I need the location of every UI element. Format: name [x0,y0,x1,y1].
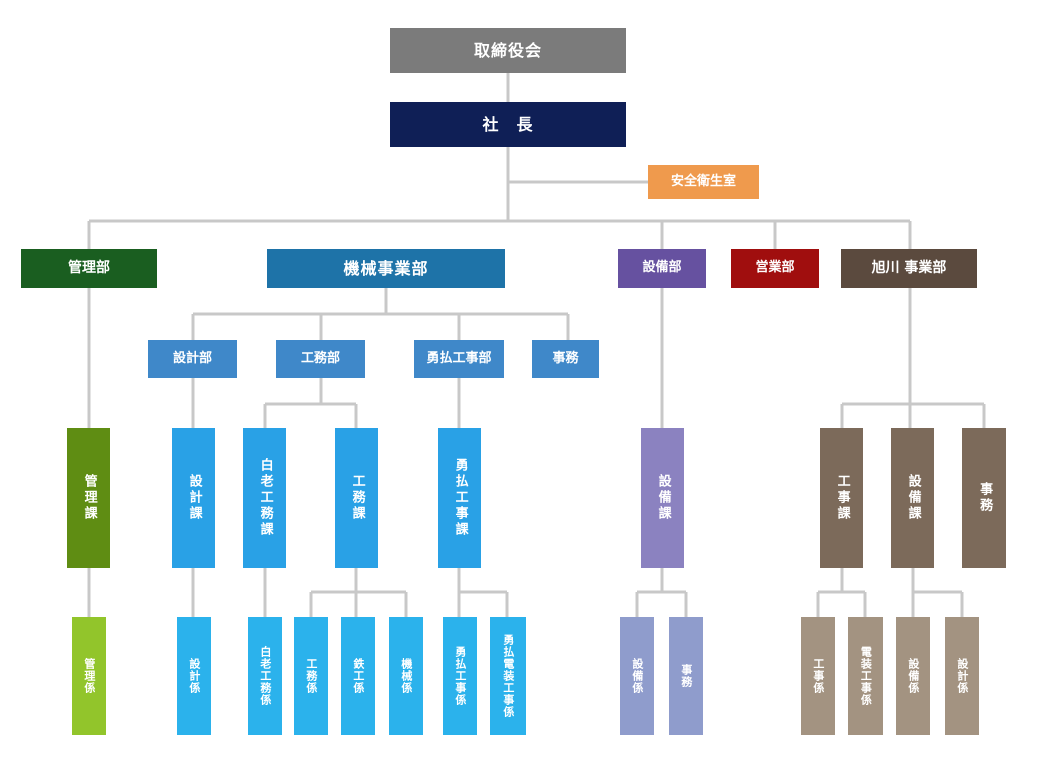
section-asahikawa-construction: 工事課 [820,428,863,568]
unit-ironwork: 鉄工係 [341,617,375,735]
dept-asahikawa: 旭川 事業部 [841,249,977,288]
unit-asahikawa-design: 設計係 [945,617,979,735]
unit-shiraoi-works: 白老工務係 [248,617,282,735]
unit-works: 工務係 [294,617,328,735]
section-asahikawa-equipment: 設備課 [891,428,934,568]
section-design: 設計課 [172,428,215,568]
unit-asahikawa-electrical: 電装工事係 [848,617,883,735]
subdept-design: 設計部 [148,340,237,378]
unit-yufutsu-construction: 勇払工事係 [443,617,477,735]
section-asahikawa-office: 事務 [962,428,1006,568]
section-admin: 管理課 [67,428,110,568]
unit-asahikawa-construction: 工事係 [801,617,835,735]
dept-sales: 営業部 [731,249,819,288]
unit-machine: 機械係 [389,617,423,735]
section-equipment: 設備課 [641,428,684,568]
section-works: 工務課 [335,428,378,568]
dept-machinery: 機械事業部 [267,249,505,288]
board-of-directors: 取締役会 [390,28,626,73]
subdept-yufutsu: 勇払工事部 [414,340,504,378]
subdept-office: 事務 [532,340,599,378]
dept-admin: 管理部 [21,249,157,288]
unit-equipment: 設備係 [620,617,654,735]
safety-office: 安全衛生室 [648,165,759,199]
subdept-works: 工務部 [276,340,365,378]
unit-asahikawa-equipment: 設備係 [896,617,930,735]
section-yufutsu: 勇払工事課 [438,428,481,568]
unit-admin: 管理係 [72,617,106,735]
unit-design: 設計係 [177,617,211,735]
president: 社 長 [390,102,626,147]
unit-equipment-office: 事務 [669,617,703,735]
section-shiraoi-works: 白老工務課 [243,428,286,568]
unit-yufutsu-electrical: 勇払電装工事係 [490,617,526,735]
dept-equipment: 設備部 [618,249,706,288]
